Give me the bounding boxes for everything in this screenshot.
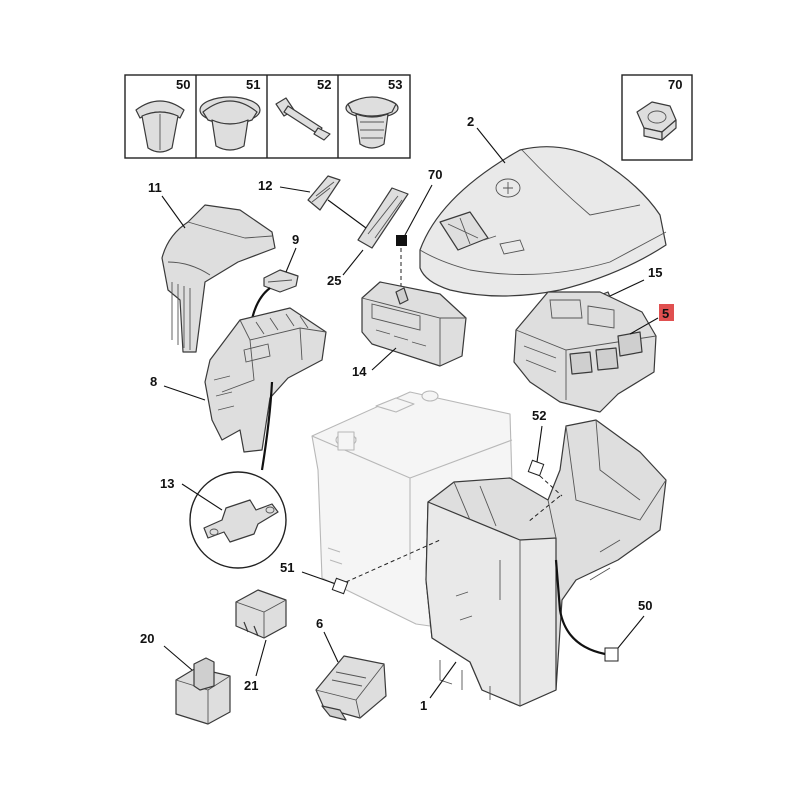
cover-part-2 — [419, 146, 667, 297]
label-53-top: 53 — [388, 77, 402, 92]
label-51-mid: 51 — [280, 560, 294, 575]
leader-1: 1 — [420, 661, 457, 713]
label-11: 11 — [148, 180, 162, 195]
clip-53-icon — [345, 96, 399, 149]
label-5-highlight — [659, 304, 674, 321]
clip-52-icon — [275, 97, 331, 141]
label-50-mid: 50 — [638, 598, 652, 613]
leader-15: 15 — [609, 265, 662, 297]
clip-51-marker-icon — [331, 577, 349, 595]
leader-6: 6 — [316, 616, 339, 663]
label-5: 5 — [662, 306, 669, 321]
leader-12: 12 — [258, 178, 367, 229]
leader-70-mid: 70 — [396, 167, 442, 292]
nut-70-icon — [636, 101, 677, 141]
nut-table: 70 — [621, 74, 693, 161]
label-2: 2 — [467, 114, 474, 129]
label-70-mid: 70 — [428, 167, 442, 182]
relay-block-part-14 — [361, 281, 467, 367]
clip-52-marker-icon — [527, 459, 545, 477]
clip-51-icon — [199, 96, 261, 151]
label-13: 13 — [160, 476, 174, 491]
clip-50-icon — [135, 100, 185, 153]
label-1: 1 — [420, 698, 427, 713]
label-70-top: 70 — [668, 77, 682, 92]
fusebox-part-5 — [513, 291, 657, 413]
fuse-part-12 — [307, 175, 341, 211]
leader-14: 14 — [352, 347, 397, 379]
label-6: 6 — [316, 616, 323, 631]
leader-2: 2 — [467, 114, 506, 164]
leader-13: 13 — [160, 476, 223, 511]
fuselink-callout-13 — [189, 471, 287, 569]
label-20: 20 — [140, 631, 154, 646]
fusebox-part-8 — [204, 307, 327, 453]
relay-part-20 — [175, 657, 231, 725]
leader-9: 9 — [285, 232, 299, 273]
leader-8: 8 — [150, 374, 206, 401]
label-50-top: 50 — [176, 77, 190, 92]
label-9: 9 — [292, 232, 299, 247]
leader-25: 25 — [327, 249, 364, 288]
label-14: 14 — [352, 364, 367, 379]
leader-50-mid: 50 — [554, 559, 652, 662]
label-15: 15 — [648, 265, 662, 280]
module-part-6 — [315, 655, 387, 721]
connector-part-9 — [263, 269, 299, 293]
leader-20: 20 — [140, 631, 193, 671]
leader-52-mid: 52 — [527, 408, 563, 523]
label-8: 8 — [150, 374, 157, 389]
label-21: 21 — [244, 678, 258, 693]
nut-marker-icon — [396, 235, 407, 246]
leader-11: 11 — [148, 180, 186, 229]
label-52-mid: 52 — [532, 408, 546, 423]
leader-51-mid: 51 — [280, 539, 441, 595]
relay-part-21 — [235, 589, 287, 639]
wire-8-to-13 — [260, 381, 274, 471]
leader-5: 5 — [629, 304, 674, 335]
fuse-part-25 — [357, 187, 409, 249]
label-51-top: 51 — [246, 77, 260, 92]
label-52-top: 52 — [317, 77, 331, 92]
lid-part-11 — [161, 204, 276, 353]
label-12: 12 — [258, 178, 272, 193]
leader-21: 21 — [244, 639, 267, 693]
label-25: 25 — [327, 273, 341, 288]
clip-50-marker-icon — [604, 647, 619, 662]
fastener-table: 50 51 52 53 — [124, 74, 411, 159]
tray-part-1 — [425, 419, 667, 707]
